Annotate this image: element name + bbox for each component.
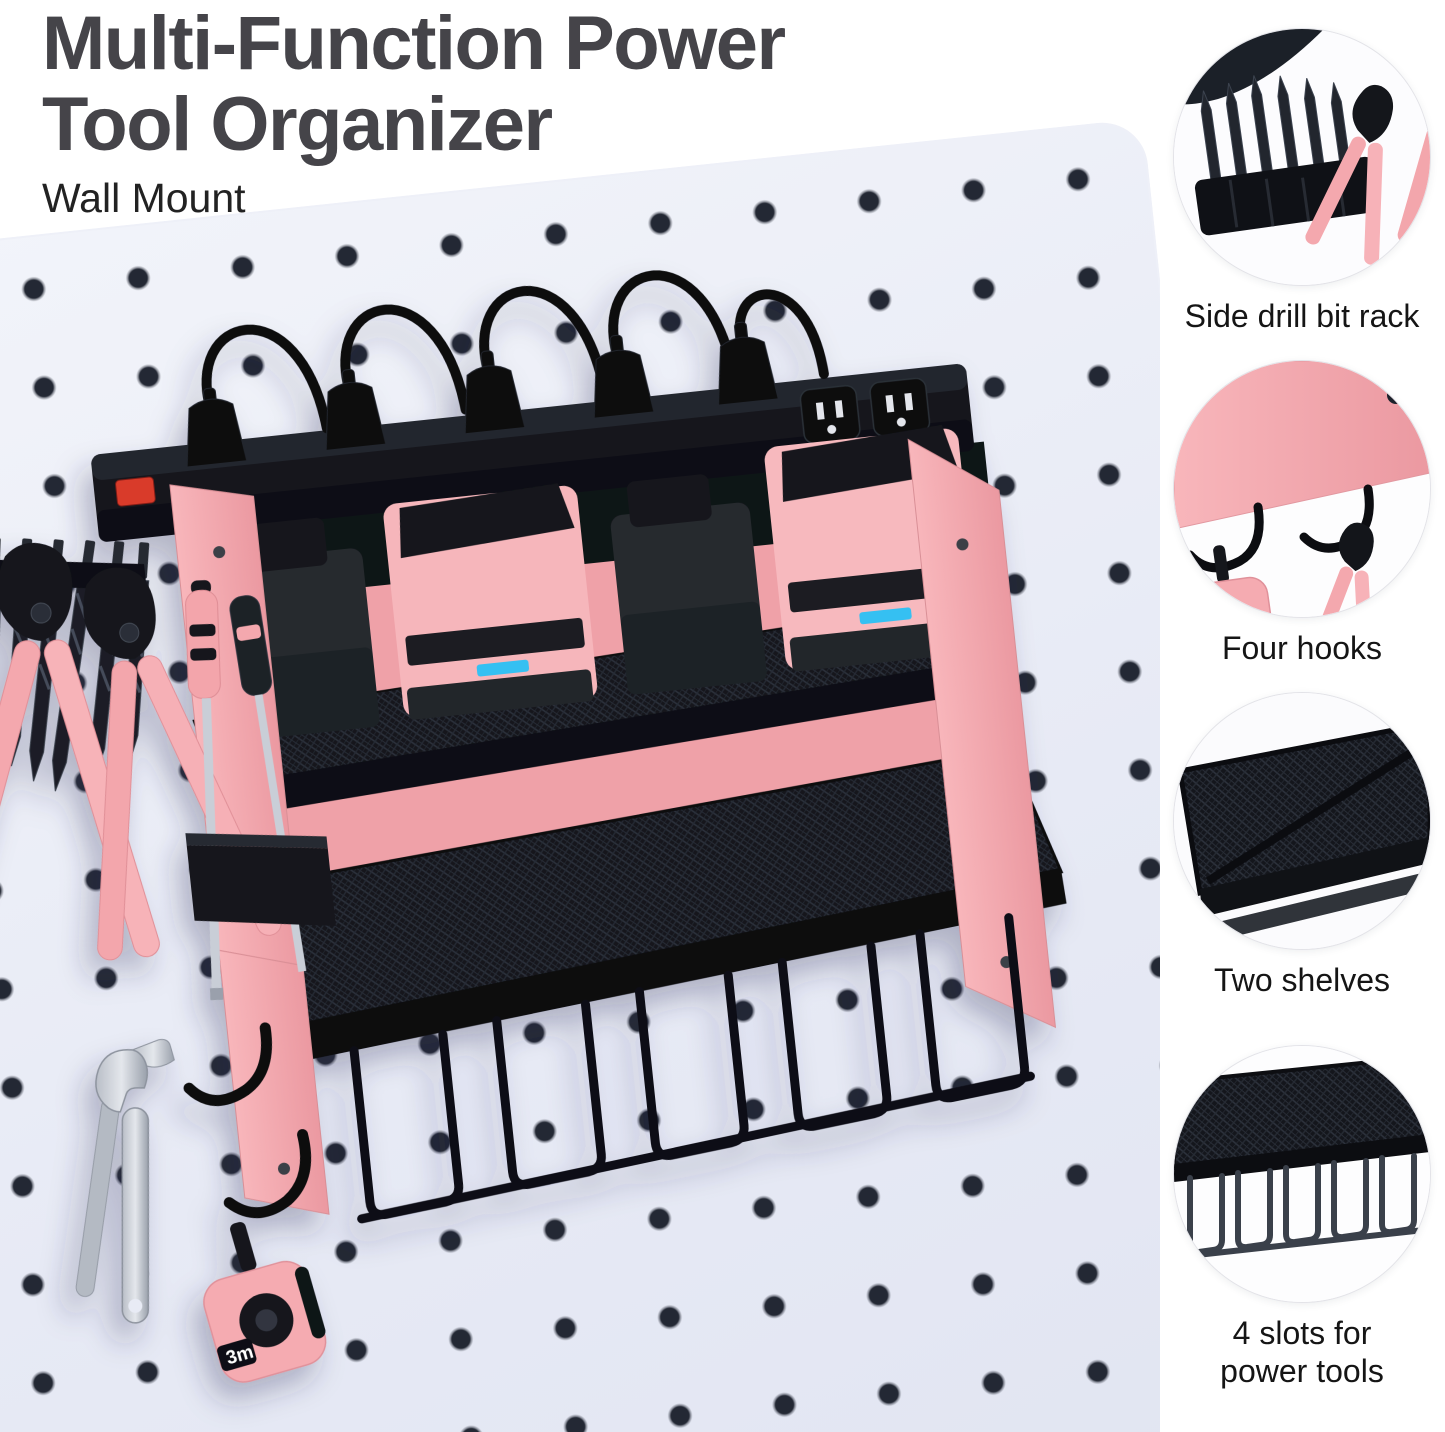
hooks <box>183 1022 312 1219</box>
callout-label-side-drill-bit-rack: Side drill bit rack <box>1184 298 1420 334</box>
callout-circle-four-hooks <box>1173 359 1431 618</box>
header: Multi-Function Power Tool Organizer Wall… <box>42 1 786 222</box>
spanner-silver <box>75 1097 120 1297</box>
wire-slot-rack <box>349 913 1035 1224</box>
battery-pink-1 <box>383 483 598 720</box>
tape-measure: 3m <box>203 1222 327 1383</box>
side-panel-right <box>907 438 1057 1029</box>
product-render: 3m <box>0 270 1067 1383</box>
callout-label-two-shelves: Two shelves <box>1213 961 1391 998</box>
battery-black-2 <box>610 474 767 695</box>
page-title-line-2: Tool Organizer <box>42 81 553 167</box>
callout-figure-drill-bit-rack <box>1174 29 1430 285</box>
adjustable-wrench <box>95 1039 175 1324</box>
page-subtitle: Wall Mount <box>42 175 246 222</box>
pliers-pink-1 <box>0 542 160 958</box>
shelf-top-lip <box>217 654 1016 820</box>
callout-figure-two-shelves <box>1174 692 1430 949</box>
callout-four-hooks: Four hooks <box>1173 359 1431 668</box>
screwdriver-cup <box>185 833 336 926</box>
callout-circle-two-shelves <box>1173 691 1431 950</box>
feature-callouts: Side drill bit rack <box>1162 28 1442 1391</box>
callout-label-four-hooks: Four hooks <box>1221 629 1383 666</box>
page-title-line-1: Multi-Function Power <box>42 1 786 86</box>
callout-label-four-slots: 4 slots for power tools <box>1220 1315 1384 1389</box>
hook-2 <box>223 1129 312 1219</box>
callout-two-shelves: Two shelves <box>1173 691 1431 1000</box>
callout-figure-four-slots <box>1174 1046 1430 1303</box>
outlets <box>799 377 931 445</box>
callout-side-drill-bit-rack: Side drill bit rack <box>1173 28 1431 336</box>
power-switch <box>115 476 156 507</box>
hook-1 <box>183 1022 272 1106</box>
callout-circle-four-slots <box>1173 1045 1431 1304</box>
callout-four-slots: 4 slots for power tools <box>1173 1045 1431 1391</box>
power-plugs <box>186 321 779 468</box>
callout-circle-side-drill-bit-rack <box>1173 28 1431 286</box>
callout-figure-four-hooks <box>1174 360 1430 617</box>
